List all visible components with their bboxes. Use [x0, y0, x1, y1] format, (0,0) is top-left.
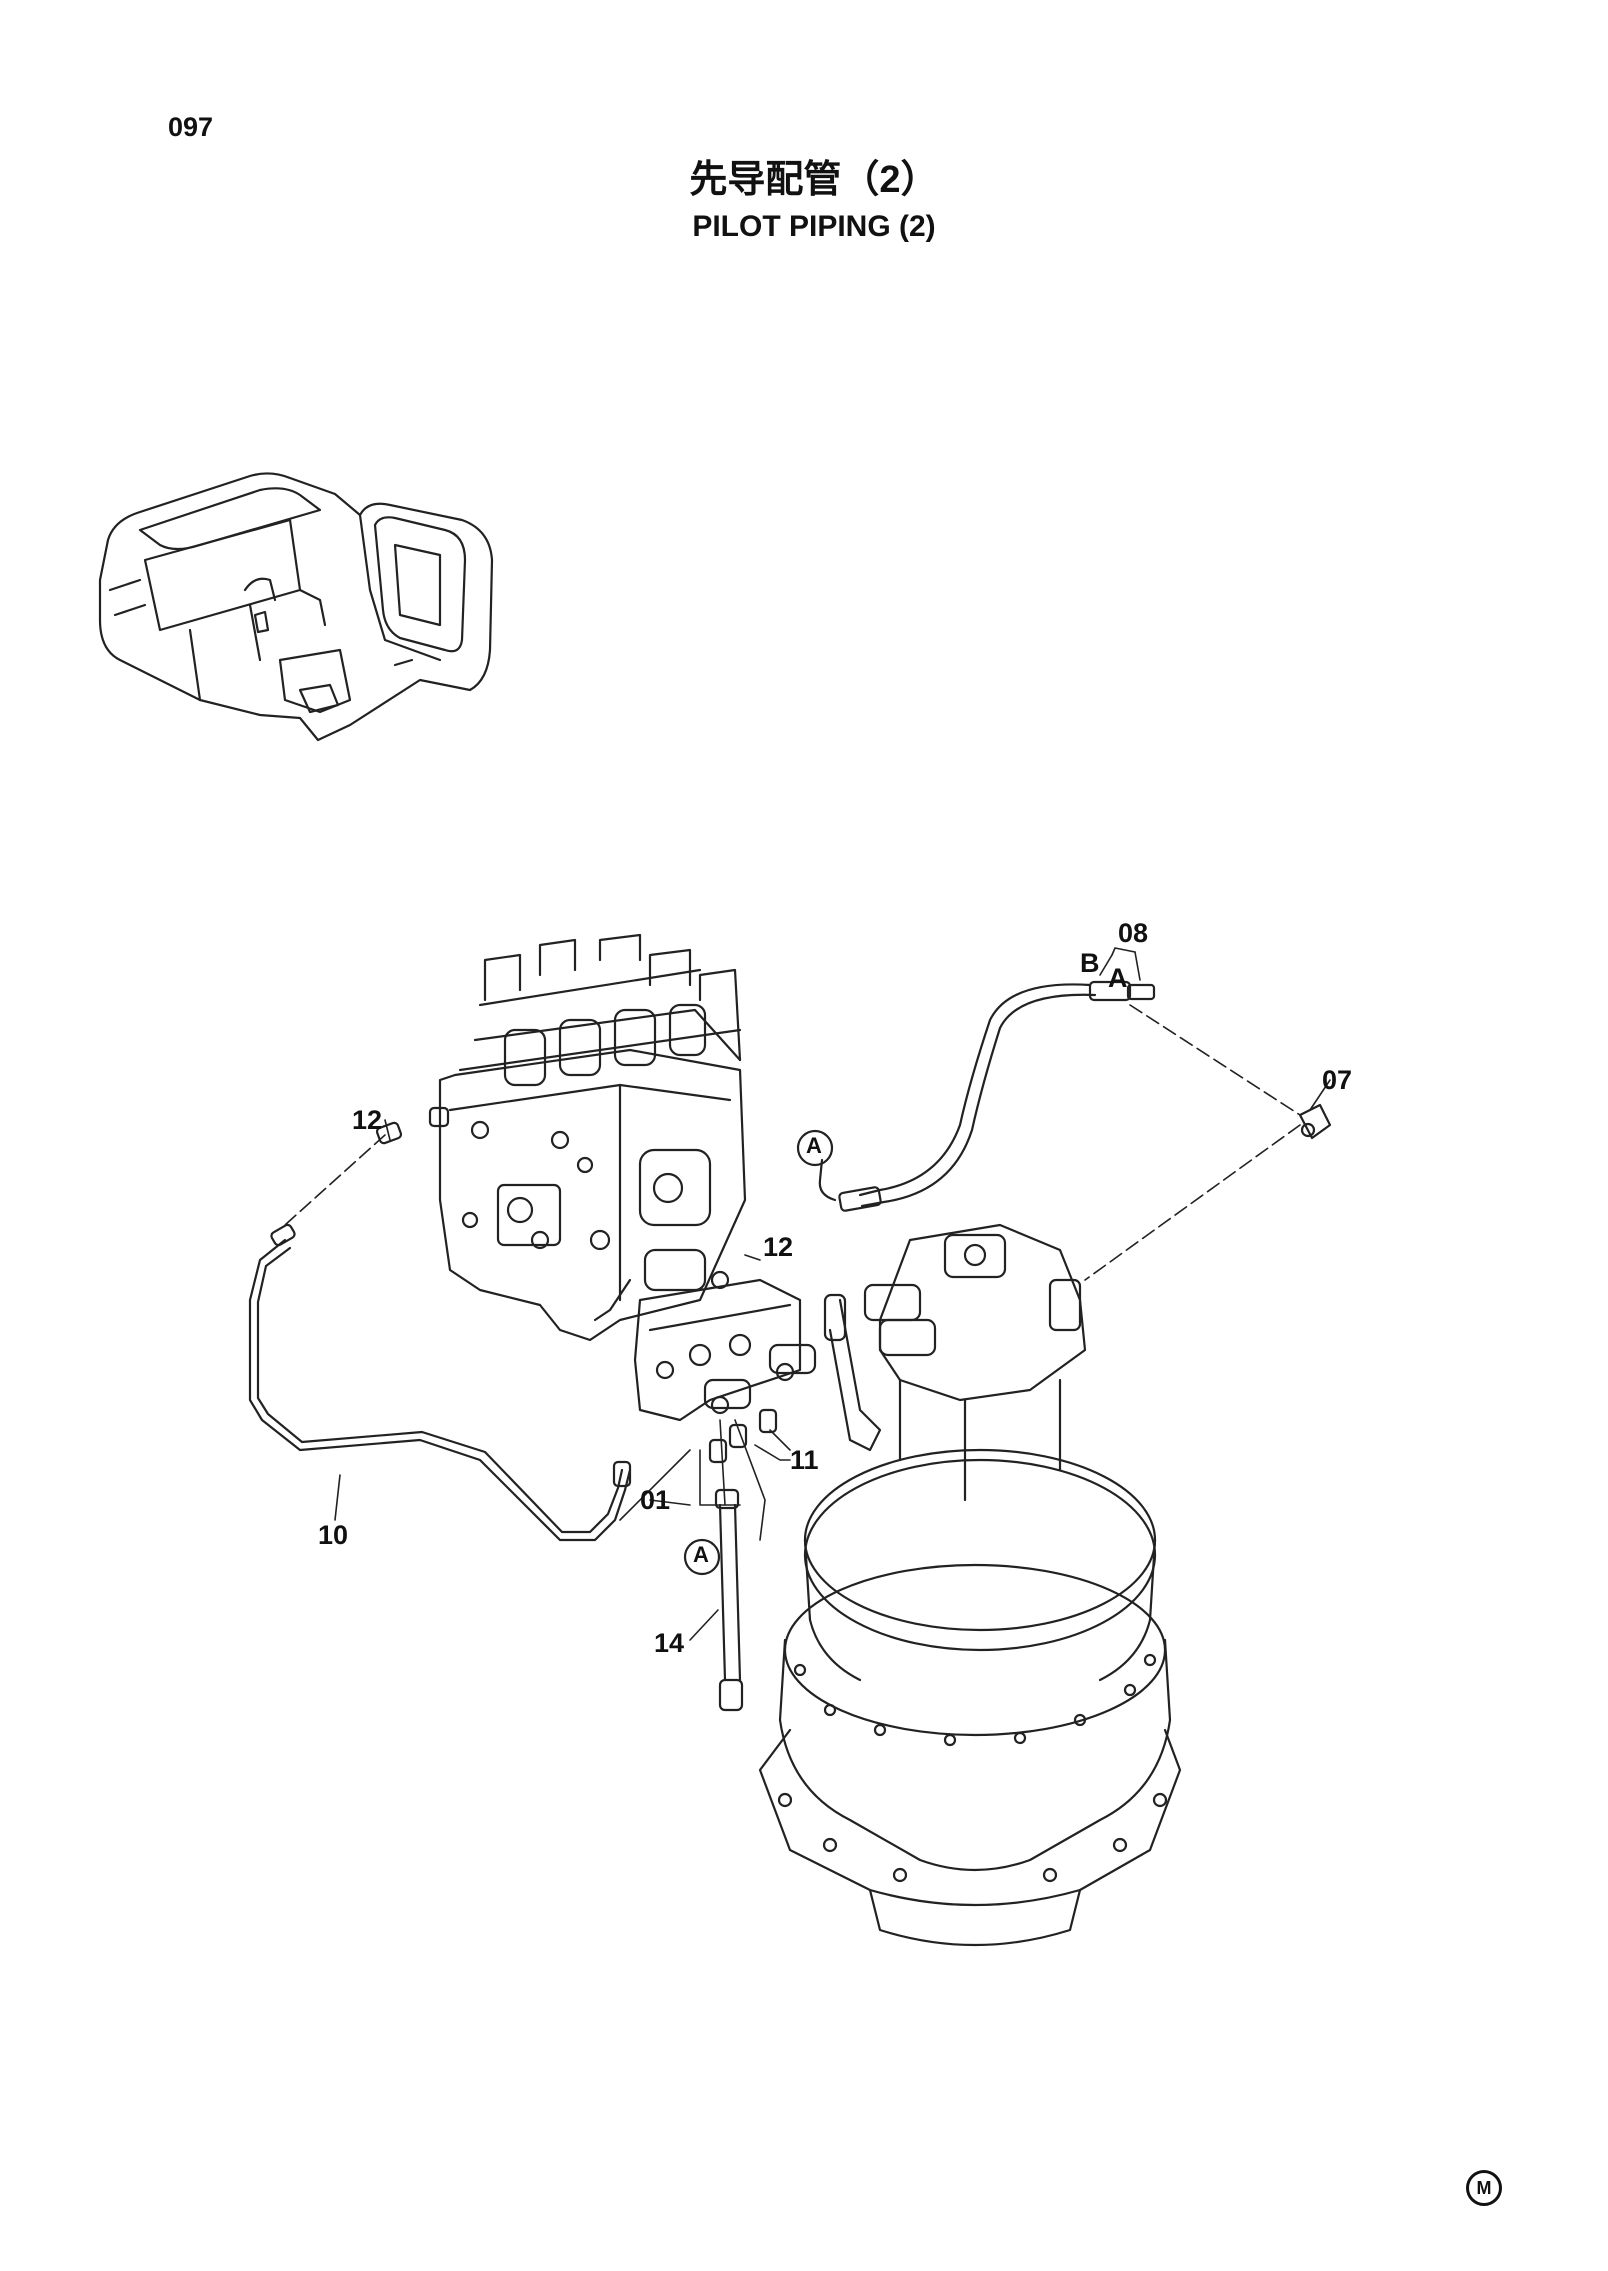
callout-08: 08	[1118, 918, 1149, 948]
page-title-english: PILOT PIPING (2)	[692, 210, 936, 243]
page-title-chinese: 先导配管（2）	[689, 159, 939, 201]
callout-11: 11	[790, 1445, 819, 1475]
hose-14	[714, 1488, 744, 1712]
callout-a-top: A	[1108, 963, 1128, 993]
reference-a-upper-label: A	[806, 1133, 822, 1158]
fitting-07	[1298, 1103, 1332, 1140]
pipe-10	[248, 1223, 632, 1542]
leader-lines	[284, 947, 1331, 1641]
reference-circle-a-lower	[683, 1538, 721, 1576]
hose-08	[818, 980, 1156, 1212]
callout-14: 14	[654, 1628, 685, 1658]
callout-07: 07	[1322, 1065, 1353, 1095]
callout-12-left: 12	[352, 1105, 383, 1135]
reference-circle-a-upper	[796, 1129, 834, 1167]
manufacturer-mark: M	[1466, 2170, 1502, 2206]
machine-overview-thumbnail	[98, 472, 494, 742]
swing-motor	[758, 1223, 1182, 1947]
callout-10: 10	[318, 1520, 349, 1550]
page-number: 097	[168, 112, 214, 142]
fitting-11	[708, 1408, 778, 1464]
callout-b: B	[1080, 948, 1100, 978]
reference-a-lower-label: A	[693, 1542, 709, 1567]
callout-12-mid: 12	[763, 1232, 794, 1262]
control-valve	[438, 933, 817, 1422]
callout-01: 01	[640, 1485, 671, 1515]
